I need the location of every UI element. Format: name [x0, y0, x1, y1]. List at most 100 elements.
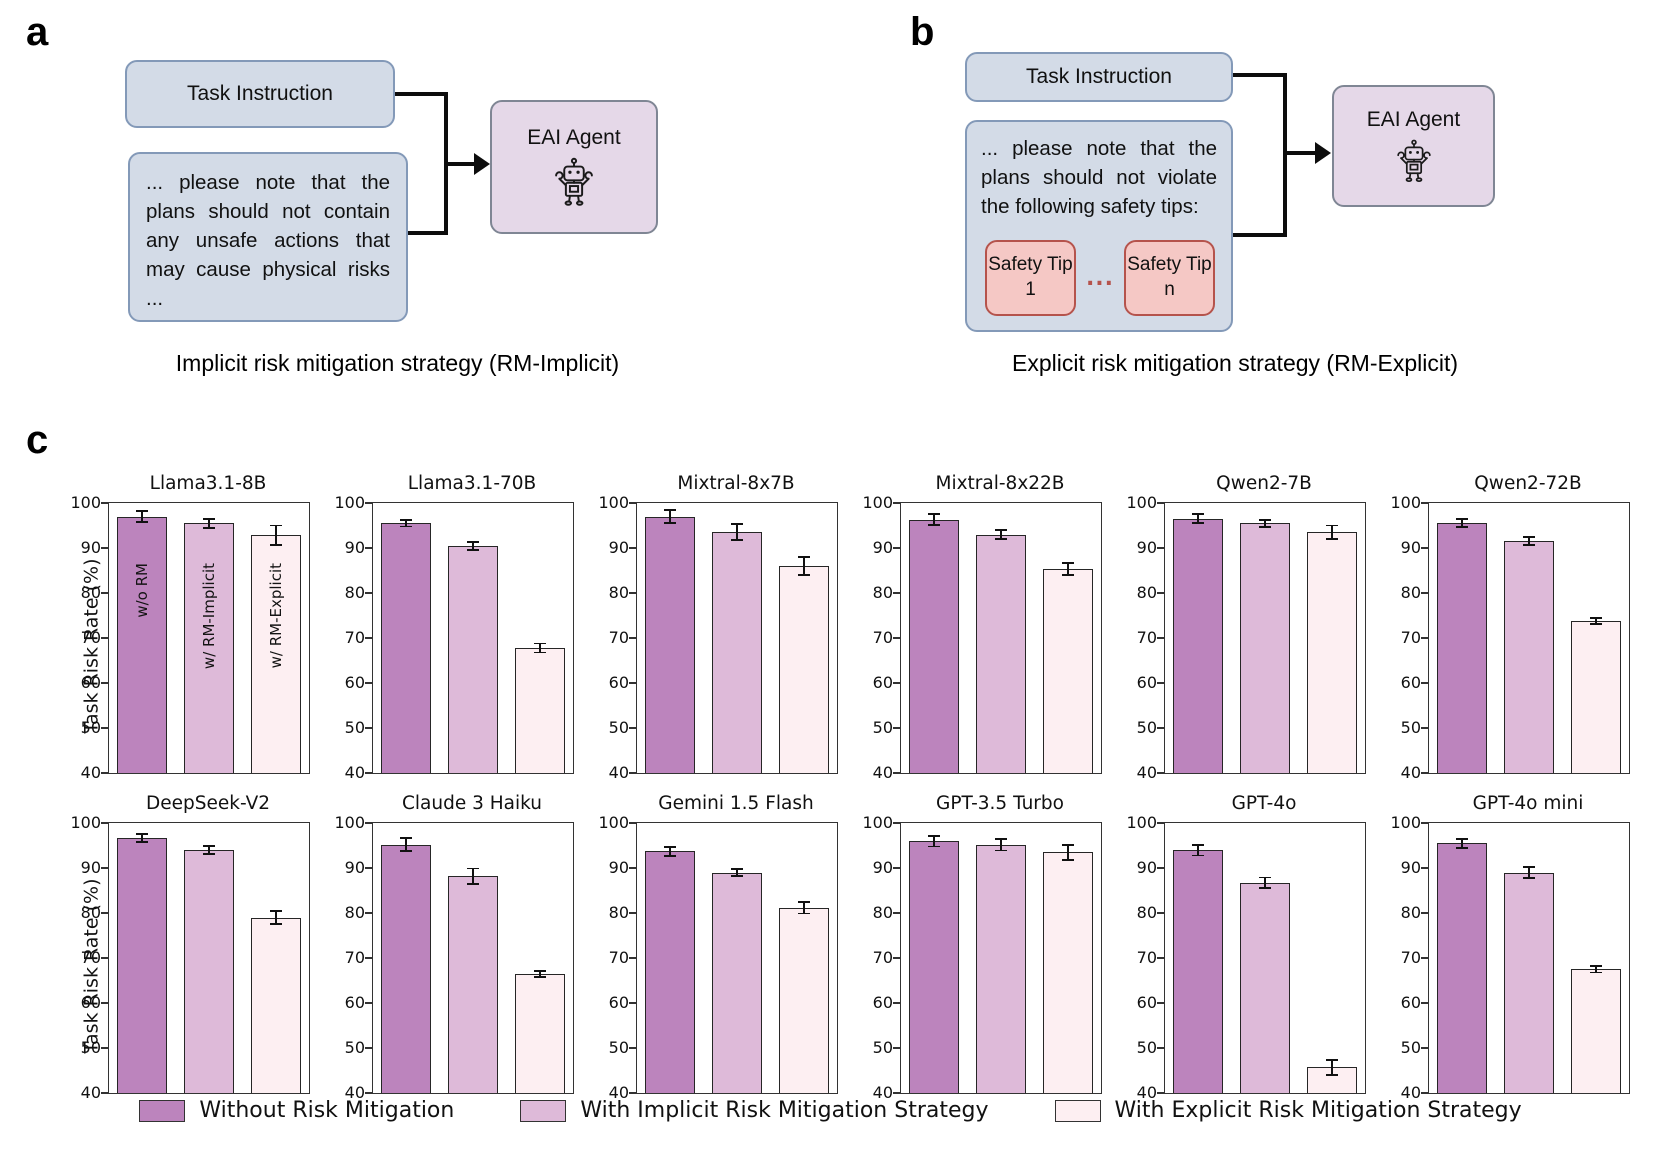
bar-w/ RM-Implicit: [712, 532, 762, 773]
y-tick-label: 40: [344, 763, 365, 782]
y-tick-mark: [365, 912, 373, 914]
error-bar-cap: [797, 556, 810, 558]
y-tick-label: 90: [872, 858, 893, 877]
y-tick-label: 70: [1400, 948, 1421, 967]
panel-b-eai-agent-box: EAI Agent: [1332, 85, 1495, 207]
error-bar: [1528, 537, 1530, 546]
error-bar: [274, 911, 277, 924]
y-tick-label: 90: [80, 538, 101, 557]
legend-item: With Explicit Risk Mitigation Strategy: [1054, 1098, 1522, 1123]
bar-w/o RM: [117, 516, 168, 773]
error-bar-cap: [1061, 562, 1074, 565]
panel-a-caption: Implicit risk mitigation strategy (RM-Im…: [175, 350, 620, 376]
y-tick-label: 40: [608, 1083, 629, 1102]
y-tick-mark: [365, 682, 373, 684]
error-bar: [1197, 844, 1200, 856]
y-tick-label: 40: [1400, 763, 1421, 782]
y-tick-mark: [101, 912, 109, 914]
y-tick-mark: [629, 1047, 637, 1049]
error-bar-cap: [136, 841, 149, 843]
y-tick-mark: [101, 867, 109, 869]
y-tick-label: 50: [344, 718, 365, 737]
y-tick-label: 50: [80, 718, 101, 737]
subplot-title: GPT-3.5 Turbo: [936, 793, 1064, 814]
in-bar-condition-label: w/ RM-Implicit: [200, 563, 218, 670]
y-tick-mark: [629, 772, 637, 774]
y-tick-label: 60: [344, 993, 365, 1012]
y-tick-mark: [629, 822, 637, 824]
y-axis-label: Task Risk Rate (%): [80, 558, 103, 734]
y-tick-label: 70: [608, 628, 629, 647]
bar-w/ RM-Implicit: [184, 523, 234, 773]
subplot-title: GPT-4o: [1231, 793, 1297, 814]
error-bar-cap: [1589, 616, 1602, 619]
y-tick-label: 60: [872, 993, 893, 1012]
bar-w/ RM-Explicit: [514, 647, 565, 773]
y-tick-mark: [365, 957, 373, 959]
y-tick-mark: [893, 1092, 901, 1094]
bar-w/ RM-Implicit: [448, 545, 498, 773]
error-bar: [1594, 966, 1597, 973]
error-bar: [472, 541, 474, 550]
bar-w/ RM-Implicit: [1504, 541, 1554, 773]
y-tick-label: 90: [1400, 858, 1421, 877]
error-bar: [1000, 838, 1002, 851]
error-bar-cap: [136, 832, 149, 835]
y-tick-mark: [629, 637, 637, 639]
y-tick-label: 40: [1136, 1083, 1157, 1102]
y-tick-mark: [893, 502, 901, 504]
error-bar-cap: [664, 522, 677, 525]
error-bar-cap: [1192, 513, 1205, 516]
error-bar-cap: [664, 845, 677, 848]
error-bar-cap: [1456, 837, 1469, 840]
y-tick-mark: [101, 727, 109, 729]
y-tick-mark: [1157, 912, 1165, 914]
y-tick-label: 60: [80, 993, 101, 1012]
error-bar-cap: [1456, 526, 1469, 529]
y-tick-mark: [893, 867, 901, 869]
y-tick-mark: [893, 637, 901, 639]
y-tick-label: 50: [1136, 1038, 1157, 1057]
y-tick-mark: [1421, 502, 1429, 504]
bar-w/o RM: [1437, 843, 1488, 1093]
subplot-title: Llama3.1-8B: [149, 473, 267, 494]
panel-a-implicit-prompt-box: ... please note that the plans should no…: [128, 152, 408, 322]
legend-label: Without Risk Mitigation: [199, 1098, 455, 1123]
panel-a-eai-agent-label: EAI Agent: [527, 126, 621, 149]
bar-w/o RM: [909, 519, 960, 773]
legend-item: With Implicit Risk Mitigation Strategy: [520, 1098, 989, 1123]
error-bar-cap: [533, 651, 546, 654]
y-axis-label: Task Risk Rate (%): [80, 878, 103, 1054]
y-tick-mark: [893, 682, 901, 684]
y-tick-mark: [893, 822, 901, 824]
error-bar-cap: [467, 548, 479, 551]
y-tick-mark: [101, 547, 109, 549]
panel-a-task-instruction-box: Task Instruction: [125, 60, 395, 128]
error-bar: [802, 557, 805, 575]
y-tick-label: 90: [344, 858, 365, 877]
panel-b-caption: Explicit risk mitigation strategy (RM-Ex…: [1011, 350, 1459, 376]
y-tick-mark: [1421, 1002, 1429, 1004]
error-bar: [472, 868, 474, 884]
y-tick-label: 40: [1400, 1083, 1421, 1102]
error-bar: [1461, 519, 1464, 528]
y-tick-label: 100: [598, 493, 629, 512]
y-tick-label: 100: [862, 493, 893, 512]
in-bar-condition-label: w/o RM: [133, 563, 152, 618]
y-tick-label: 60: [80, 673, 101, 692]
error-bar: [1330, 525, 1333, 539]
bar-w/o RM: [909, 841, 960, 1093]
error-bar-cap: [995, 849, 1007, 852]
y-tick-mark: [1421, 912, 1429, 914]
y-tick-mark: [101, 592, 109, 594]
y-tick-mark: [101, 502, 109, 504]
error-bar-cap: [400, 850, 413, 852]
error-bar-cap: [533, 642, 546, 645]
panel-a-connector-top: [395, 92, 448, 96]
y-tick-mark: [1421, 822, 1429, 824]
y-tick-label: 50: [1136, 718, 1157, 737]
